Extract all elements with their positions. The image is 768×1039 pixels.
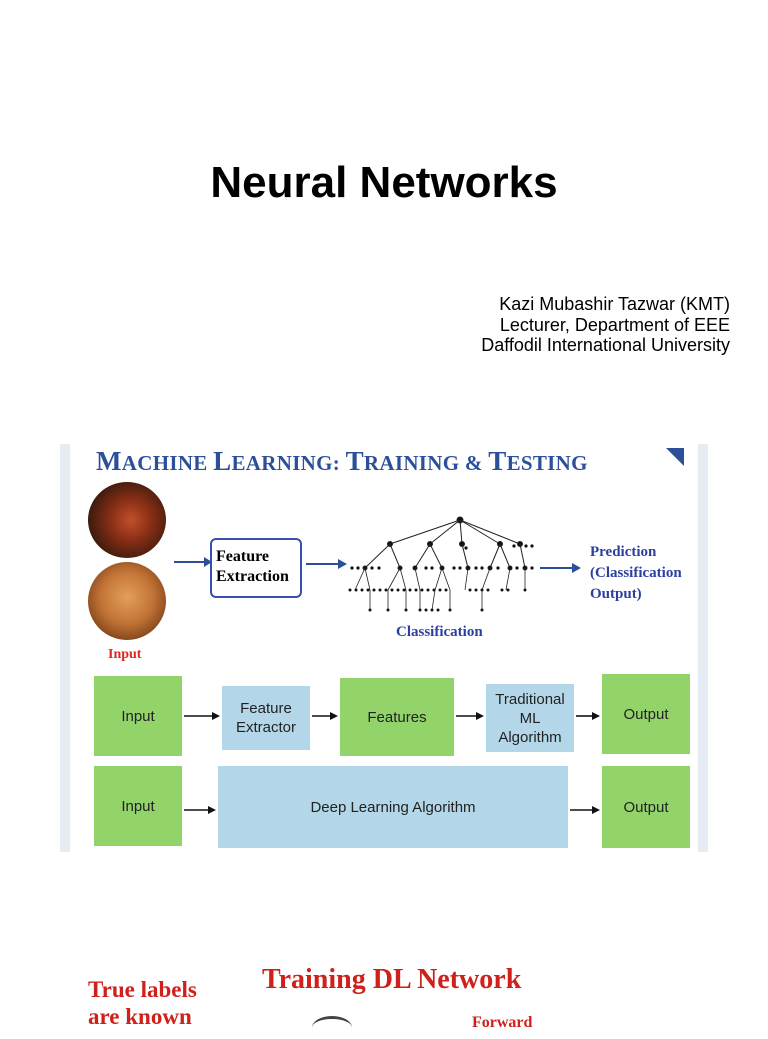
prediction-line: (Classification xyxy=(590,565,682,581)
header-part: T xyxy=(345,446,364,476)
prediction-line: Output) xyxy=(590,586,642,602)
flow-arrows xyxy=(184,712,600,814)
traditional-ml-algorithm-block: Traditional ML Algorithm xyxy=(486,684,574,752)
next-slide-arc-shape xyxy=(312,1016,352,1039)
next-slide-heading: Training DL Network xyxy=(262,964,522,995)
prediction-line: Prediction xyxy=(590,544,657,560)
deep-input-block: Input xyxy=(94,766,182,846)
feature-extractor-block: Feature Extractor xyxy=(222,686,310,750)
slide-title: Neural Networks xyxy=(210,158,558,207)
deep-output-block: Output xyxy=(602,766,690,848)
header-part: L xyxy=(213,446,232,476)
ml-training-testing-figure: MACHINE LEARNING: TRAINING & TESTING Inp… xyxy=(60,444,708,852)
feature-extraction-line: Feature xyxy=(216,548,270,565)
header-part: ACHINE xyxy=(121,451,214,475)
header-part: EARNING: xyxy=(231,451,346,475)
traditional-output-block: Output xyxy=(602,674,690,754)
next-slide-left-line: True labels xyxy=(88,977,197,1002)
prediction-label: Prediction (Classification Output) xyxy=(590,542,682,605)
author-block: Kazi Mubashir Tazwar (KMT) Lecturer, Dep… xyxy=(481,294,730,356)
next-slide-small-text: Forward xyxy=(472,1014,533,1031)
feature-extraction-box: Feature Extraction xyxy=(210,538,302,598)
header-part: RAINING & xyxy=(363,451,489,475)
classification-tree-diagram xyxy=(174,516,581,612)
corner-triangle-icon xyxy=(664,448,684,468)
classification-label: Classification xyxy=(396,624,483,640)
author-name: Kazi Mubashir Tazwar (KMT) xyxy=(499,294,730,314)
endoscopy-image-2 xyxy=(88,562,166,640)
header-part: ESTING xyxy=(506,451,588,475)
header-part: T xyxy=(488,446,507,476)
traditional-input-block: Input xyxy=(94,676,182,756)
figure-right-band xyxy=(698,444,708,852)
author-university: Daffodil International University xyxy=(481,335,730,355)
next-slide-left-text: True labels are known xyxy=(88,976,197,1030)
input-caption: Input xyxy=(108,647,142,662)
header-part: M xyxy=(96,446,122,476)
figure-canvas: MACHINE LEARNING: TRAINING & TESTING Inp… xyxy=(70,444,698,852)
figure-left-band xyxy=(60,444,70,852)
next-slide-left-line: are known xyxy=(88,1004,192,1029)
features-block: Features xyxy=(340,678,454,756)
deep-learning-algorithm-block: Deep Learning Algorithm xyxy=(218,766,568,848)
author-position: Lecturer, Department of EEE xyxy=(499,314,730,335)
endoscopy-image-1 xyxy=(88,482,166,558)
feature-extraction-line: Extraction xyxy=(216,568,289,585)
figure-header: MACHINE LEARNING: TRAINING & TESTING xyxy=(96,446,588,477)
